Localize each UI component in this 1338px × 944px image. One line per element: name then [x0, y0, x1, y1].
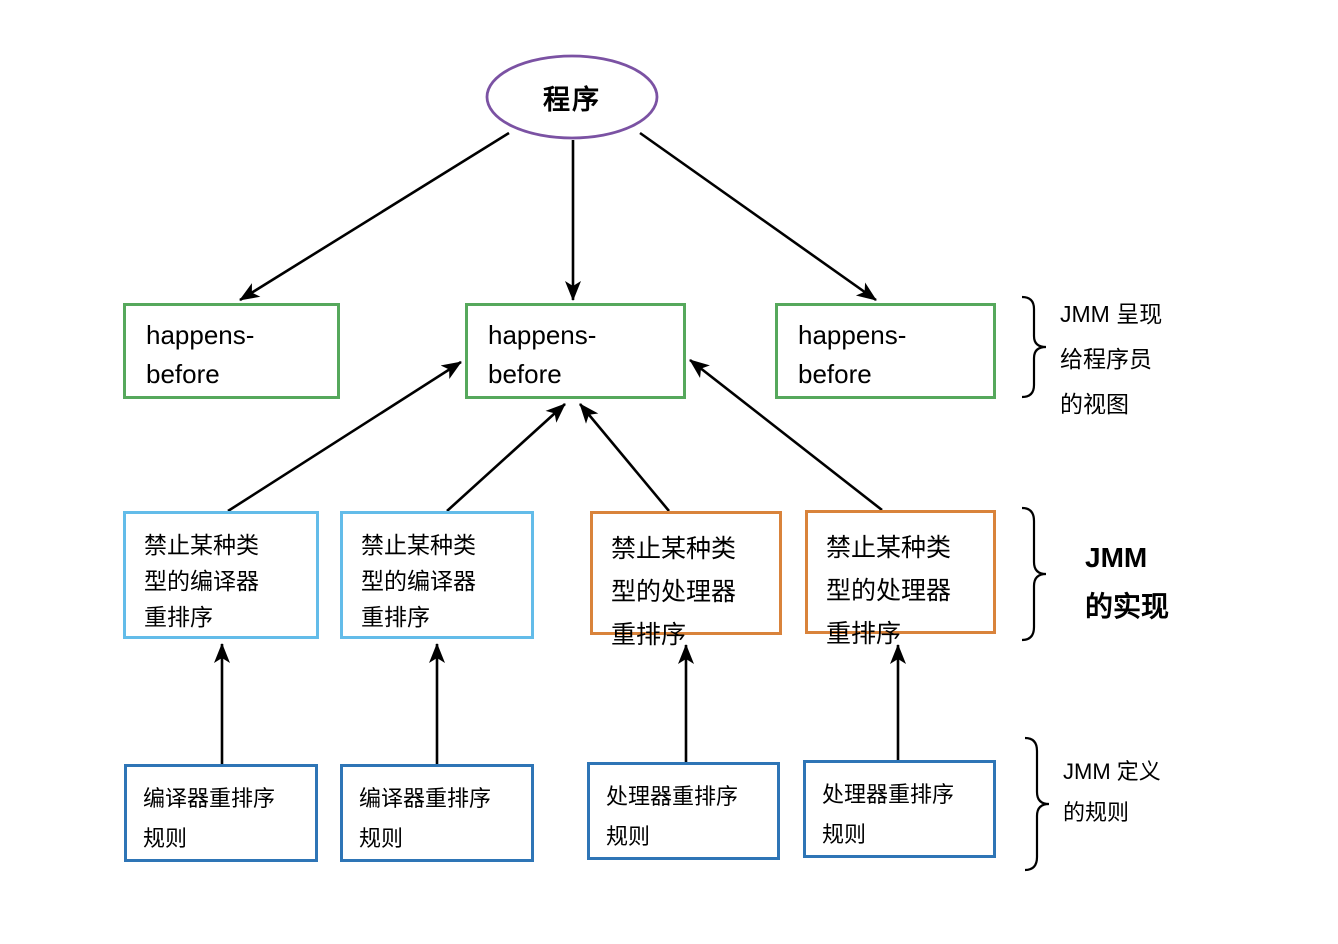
processor-reordering-box-2: 禁止某种类 型的处理器 重排序 [805, 510, 996, 648]
brace-implementation [1021, 506, 1047, 642]
annotation-jmm-defined-rules: JMM 定义 的规则 [1063, 759, 1161, 825]
arrow-program-to-hb-right [639, 131, 877, 302]
processor-reordering-box-1: 禁止某种类 型的处理器 重排序 [590, 511, 782, 649]
arrow-program-to-hb-left [239, 131, 510, 302]
annotation-jmm-implementation: JMM 的实现 [1085, 542, 1170, 622]
brace-view [1021, 295, 1047, 399]
processor-rules-box-1: 处理器重排序 规则 [587, 762, 780, 860]
program-ellipse [485, 54, 659, 140]
program-node-label: 程序 [543, 84, 601, 115]
arrow-compiler-a-to-hb [227, 360, 462, 513]
compiler-reordering-box-2: 禁止某种类 型的编译器 重排序 [340, 511, 534, 639]
annotation-jmm-programmer-view: JMM 呈现 给程序员 的视图 [1060, 301, 1163, 417]
arrow-processor-d-to-hb [689, 358, 883, 512]
arrow-compiler-b-to-hb [446, 403, 566, 512]
compiler-rules-box-1: 编译器重排序 规则 [124, 764, 318, 862]
happens-before-box-left: happens- before [123, 303, 340, 399]
compiler-reordering-box-1: 禁止某种类 型的编译器 重排序 [123, 511, 319, 639]
arrow-processor-c-to-hb [579, 403, 670, 512]
happens-before-box-center: happens- before [465, 303, 686, 399]
compiler-rules-box-2: 编译器重排序 规则 [340, 764, 534, 862]
brace-rules [1024, 736, 1050, 872]
happens-before-box-right: happens- before [775, 303, 996, 399]
processor-rules-box-2: 处理器重排序 规则 [803, 760, 996, 858]
